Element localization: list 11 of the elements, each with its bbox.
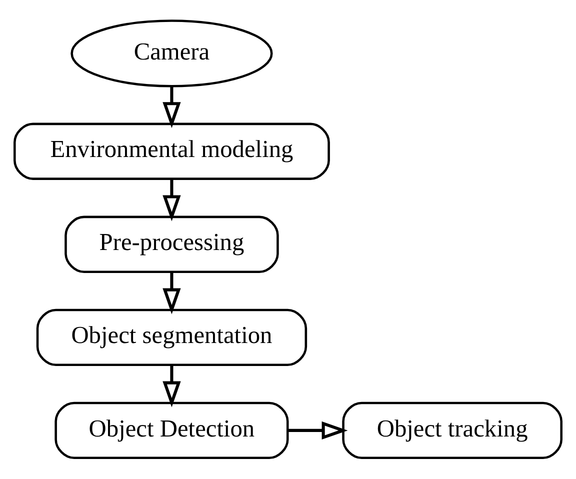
arrow	[288, 421, 348, 440]
node-box: Pre-processing	[64, 216, 279, 273]
node-box: Object Detection	[54, 402, 289, 460]
arrow	[162, 178, 181, 222]
arrow	[162, 272, 181, 314]
node-ellipse: Camera	[70, 20, 273, 88]
arrow	[162, 364, 181, 408]
node-box: Object segmentation	[36, 308, 308, 366]
node-box: Environmental modeling	[14, 122, 330, 180]
arrow	[162, 86, 181, 128]
node-box: Object tracking	[342, 402, 562, 460]
